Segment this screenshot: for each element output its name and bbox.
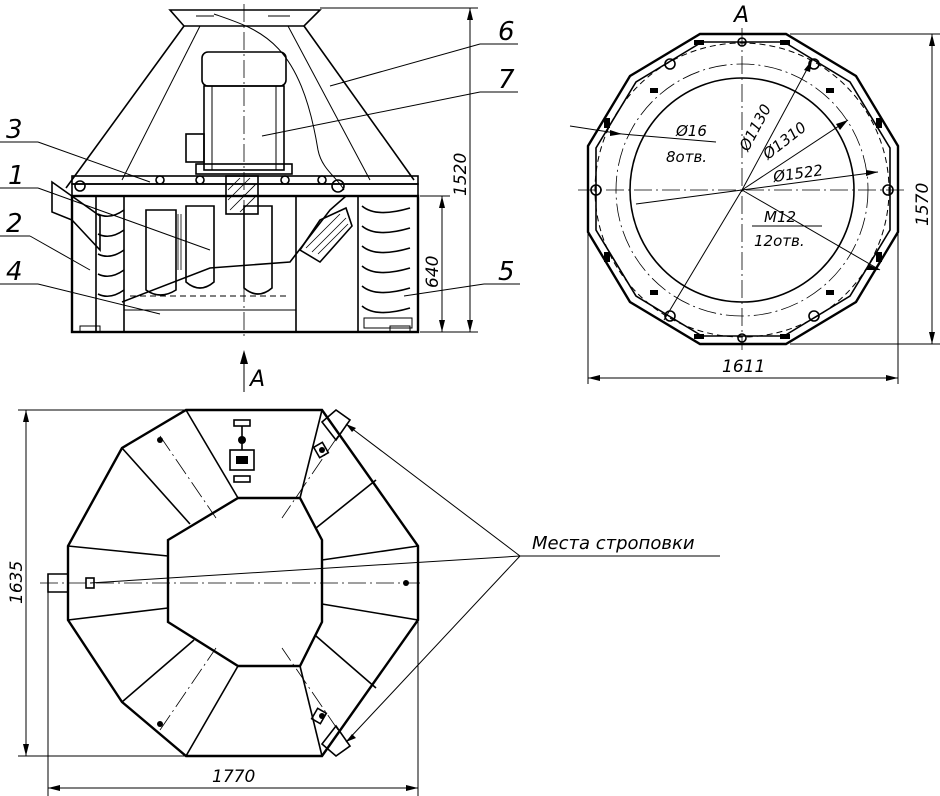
- lifting-points-note: Места строповки: [532, 533, 695, 554]
- deflector: [51, 180, 101, 253]
- dim-bolt-thread: M12: [764, 208, 796, 226]
- dim-text-1520: 1520: [451, 153, 471, 196]
- terminal-box: [185, 133, 205, 163]
- dim-holes-diameter: Ø16: [675, 122, 707, 140]
- dim-text-640: 640: [423, 256, 443, 288]
- outer-polygon: [586, 32, 900, 346]
- view-a: А: [569, 3, 940, 384]
- louvres-left: [97, 209, 125, 298]
- inner-hexagon: [166, 496, 324, 668]
- callout-4: 4: [6, 257, 23, 287]
- dim-text-1570: 1570: [913, 183, 933, 226]
- dim-circle-1522: Ø1522: [771, 161, 824, 186]
- dim-text-1611: 1611: [722, 357, 765, 377]
- hood-left-edge: [65, 25, 185, 189]
- bolt-marks: [604, 40, 882, 339]
- callout-3: 3: [6, 115, 23, 145]
- mounting-holes: [590, 37, 894, 343]
- louvres-right: [361, 205, 413, 329]
- callout-1: 1: [8, 161, 25, 191]
- bottom-view: Места строповки 1635 1770: [7, 408, 720, 796]
- grille-frame: [298, 206, 353, 264]
- motor-body: [203, 85, 285, 171]
- lifting-lugs: [47, 408, 352, 758]
- dim-text-1635: 1635: [7, 561, 27, 604]
- view-marker-bottom: А: [248, 367, 265, 392]
- impeller: [145, 205, 273, 296]
- part-callouts: 3 1 2 4 6 7 5: [0, 17, 520, 315]
- callout-2: 2: [6, 209, 23, 239]
- callout-7: 7: [498, 65, 515, 95]
- callout-6: 6: [498, 17, 515, 47]
- top-cap: [168, 9, 322, 27]
- radial-panels: [67, 409, 419, 757]
- dim-text-1770: 1770: [212, 767, 255, 787]
- callout-5: 5: [498, 257, 515, 287]
- dim-holes-count: 8отв.: [666, 148, 707, 166]
- hood-right-edge: [303, 25, 415, 181]
- dim-bolt-count: 12отв.: [754, 232, 805, 250]
- lifting-assembly: [229, 419, 255, 483]
- front-view: 1520 640 А: [51, 4, 478, 392]
- fan-housing: [70, 194, 420, 334]
- view-marker-top: А: [732, 3, 749, 28]
